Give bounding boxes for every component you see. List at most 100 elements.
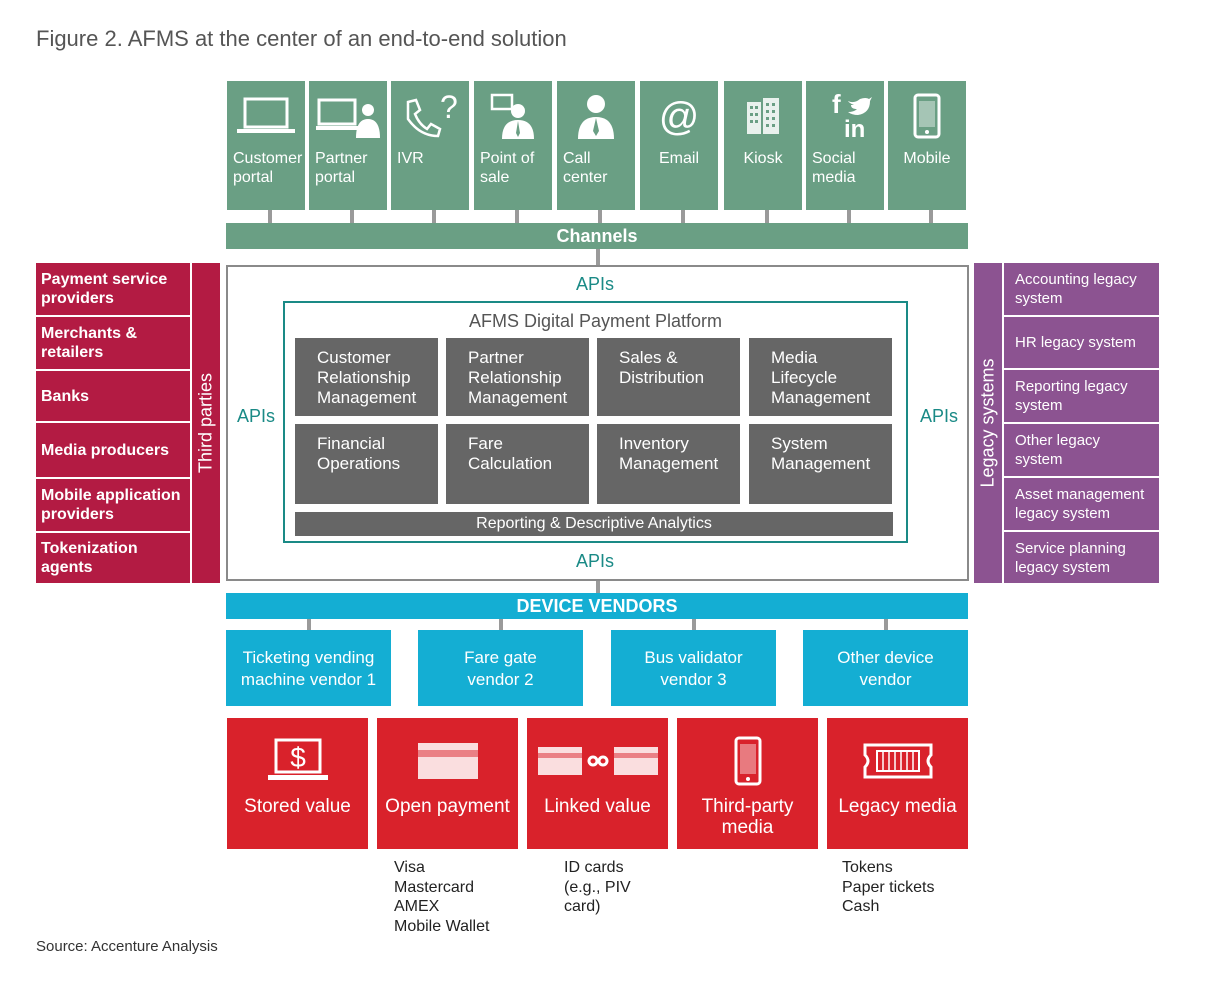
mobile-icon [677, 736, 818, 786]
channel-mobile: Mobile [888, 81, 966, 210]
channel-label: Point of sale [480, 150, 535, 186]
laptop-person-icon [309, 93, 387, 139]
channel-customer-portal: Customer portal [227, 81, 305, 210]
reporting-bar: Reporting & Descriptive Analytics [295, 512, 893, 536]
legacy-item: Accounting legacy system [1004, 263, 1159, 315]
connector [350, 210, 354, 223]
third-party-item: Banks [36, 371, 190, 421]
connector [596, 249, 600, 265]
connector [765, 210, 769, 223]
api-layer-frame [226, 265, 969, 581]
media-third-party: Third-party media [677, 718, 818, 849]
svg-text:$: $ [290, 742, 306, 773]
connector [929, 210, 933, 223]
platform-title: AFMS Digital Payment Platform [468, 311, 723, 331]
svg-text:in: in [844, 116, 865, 141]
media-open-payment: Open payment [377, 718, 518, 849]
connector [307, 619, 311, 630]
apis-left-label: APIs [237, 406, 276, 426]
third-party-item: Payment service providers [36, 263, 190, 315]
pos-person-icon [474, 93, 552, 139]
module-media-lifecycle: Media Lifecycle Management [749, 338, 892, 416]
laptop-dollar-icon: $ [227, 736, 368, 786]
third-party-item: Tokenization agents [36, 533, 190, 583]
connector [499, 619, 503, 630]
at-icon: @ [640, 93, 718, 139]
channel-label: Customer portal [233, 150, 303, 186]
connector [681, 210, 685, 223]
connector [692, 619, 696, 630]
connector [432, 210, 436, 223]
media-legacy: Legacy media [827, 718, 968, 849]
legacy-item: Other legacy system [1004, 424, 1159, 476]
media-linked-value: Linked value [527, 718, 668, 849]
channel-label: Partner portal [315, 150, 368, 186]
channel-kiosk: Kiosk [724, 81, 802, 210]
media-label: Stored value [244, 796, 351, 817]
module-system: System Management [749, 424, 892, 504]
module-prm: Partner Relationship Management [446, 338, 589, 416]
channels-bar: Channels [226, 223, 968, 249]
channel-label: Email [658, 150, 699, 167]
connector [268, 210, 272, 223]
legacy-media-sublist: Tokens Paper tickets Cash [842, 859, 935, 915]
mobile-icon [888, 93, 966, 139]
module-crm: Customer Relationship Management [295, 338, 438, 416]
module-sales: Sales & Distribution [597, 338, 740, 416]
legacy-item: Service planning legacy system [1004, 532, 1159, 583]
channel-label: Call center [563, 150, 608, 186]
connector [598, 210, 602, 223]
device-vendor-box: Other device vendor [803, 630, 968, 706]
linked-value-sublist: ID cards (e.g., PIV card) [564, 859, 631, 915]
channel-label: Kiosk [743, 150, 783, 167]
third-party-item: Mobile application providers [36, 479, 190, 531]
module-inventory: Inventory Management [597, 424, 740, 504]
platform-frame [283, 301, 908, 543]
card-icon [377, 736, 518, 786]
building-icon [724, 93, 802, 139]
legacy-item: Reporting legacy system [1004, 370, 1159, 422]
media-label: Third-party media [701, 796, 794, 838]
connector [847, 210, 851, 223]
ticket-icon [827, 736, 968, 786]
open-payment-sublist: Visa Mastercard AMEX Mobile Wallet [394, 859, 490, 935]
svg-text:?: ? [440, 94, 458, 125]
channel-label: Social media [812, 150, 856, 186]
legacy-item: HR legacy system [1004, 317, 1159, 368]
linked-cards-icon [527, 736, 668, 786]
svg-text:@: @ [659, 95, 700, 138]
source-note: Source: Accenture Analysis [36, 938, 218, 955]
channel-point-of-sale: Point of sale [474, 81, 552, 210]
legacy-item: Asset management legacy system [1004, 478, 1159, 530]
module-fare: Fare Calculation [446, 424, 589, 504]
third-party-item: Media producers [36, 423, 190, 477]
figure-title: Figure 2. AFMS at the center of an end-t… [36, 26, 567, 51]
device-vendor-box: Fare gate vendor 2 [418, 630, 583, 706]
media-label: Legacy media [838, 796, 957, 817]
legacy-systems-label: Legacy systems [977, 358, 998, 488]
media-label: Open payment [385, 796, 510, 817]
apis-bottom-label: APIs [576, 551, 615, 571]
person-icon [557, 93, 635, 139]
channel-call-center: Call center [557, 81, 635, 210]
third-parties-label: Third parties [195, 372, 216, 474]
svg-text:f: f [832, 91, 841, 119]
device-vendor-box: Ticketing vending machine vendor 1 [226, 630, 391, 706]
channel-email: @ Email [640, 81, 718, 210]
device-vendor-box: Bus validator vendor 3 [611, 630, 776, 706]
channel-ivr: ? IVR [391, 81, 469, 210]
media-label: Linked value [544, 796, 651, 817]
module-financial: Financial Operations [295, 424, 438, 504]
third-parties-bar: Third parties [192, 263, 220, 583]
channel-label: IVR [397, 150, 424, 167]
apis-right-label: APIs [920, 406, 959, 426]
apis-top-label: APIs [576, 274, 615, 294]
device-vendors-bar: DEVICE VENDORS [226, 593, 968, 619]
third-party-item: Merchants & retailers [36, 317, 190, 369]
laptop-icon [227, 93, 305, 139]
connector [884, 619, 888, 630]
channel-partner-portal: Partner portal [309, 81, 387, 210]
legacy-systems-bar: Legacy systems [974, 263, 1002, 583]
